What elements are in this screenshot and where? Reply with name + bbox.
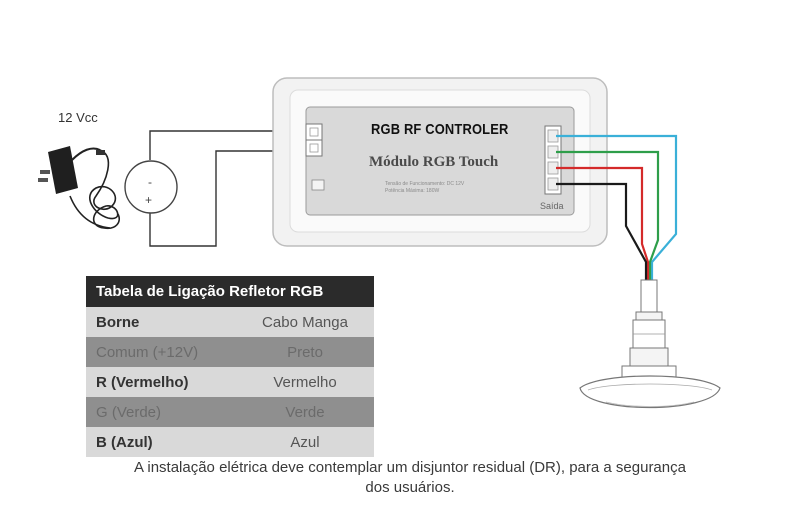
controller-title: RGB RF CONTROLER	[371, 121, 509, 138]
voltage-label: 12 Vcc	[58, 110, 98, 125]
table-cell-borne: R (Vermelho)	[86, 367, 236, 397]
wire-green	[556, 150, 660, 282]
rgb-reflector-icon	[579, 279, 721, 409]
table-cell-cabo: Preto	[236, 337, 374, 367]
table-row: Borne Cabo Manga	[86, 307, 374, 337]
module-spec-voltage: Tensão de Funcionamento: DC 12V	[385, 181, 465, 187]
table-row: B (Azul) Azul	[86, 427, 374, 457]
output-label: Saída	[540, 201, 564, 211]
plus-terminal-label: +	[145, 193, 153, 207]
table-cell-borne: Borne	[86, 307, 236, 337]
table-cell-borne: G (Verde)	[86, 397, 236, 427]
module-name: Módulo RGB Touch	[369, 154, 499, 170]
table-title: Tabela de Ligação Refletor RGB	[86, 276, 374, 307]
output-terminal-block	[544, 125, 562, 195]
table-cell-borne: Comum (+12V)	[86, 337, 236, 367]
module-board	[305, 106, 575, 216]
wire-blue	[556, 134, 678, 282]
wiring-table: Tabela de Ligação Refletor RGB Borne Cab…	[86, 276, 374, 457]
power-adapter-icon	[38, 146, 120, 230]
safety-footnote: A instalação elétrica deve contemplar um…	[60, 458, 760, 498]
table-cell-cabo: Cabo Manga	[236, 307, 374, 337]
table-cell-cabo: Vermelho	[236, 367, 374, 397]
wire-red	[556, 166, 650, 282]
table-row: G (Verde) Verde	[86, 397, 374, 427]
module-spec-power: Potência Máxima: 180W	[385, 188, 440, 194]
table-cell-cabo: Verde	[236, 397, 374, 427]
table-cell-cabo: Azul	[236, 427, 374, 457]
wire-black	[556, 182, 648, 282]
small-connector-icon	[311, 179, 325, 191]
power-wires	[149, 130, 308, 247]
table-row: Comum (+12V) Preto	[86, 337, 374, 367]
table-row: R (Vermelho) Vermelho	[86, 367, 374, 397]
footnote-line-1: A instalação elétrica deve contemplar um…	[134, 459, 686, 476]
footnote-line-2: dos usuários.	[365, 479, 455, 496]
rgb-output-wires	[556, 134, 678, 282]
minus-terminal-label: -	[148, 175, 152, 189]
power-terminal-icon	[124, 160, 178, 214]
input-terminal-block	[305, 123, 323, 157]
table-cell-borne: B (Azul)	[86, 427, 236, 457]
